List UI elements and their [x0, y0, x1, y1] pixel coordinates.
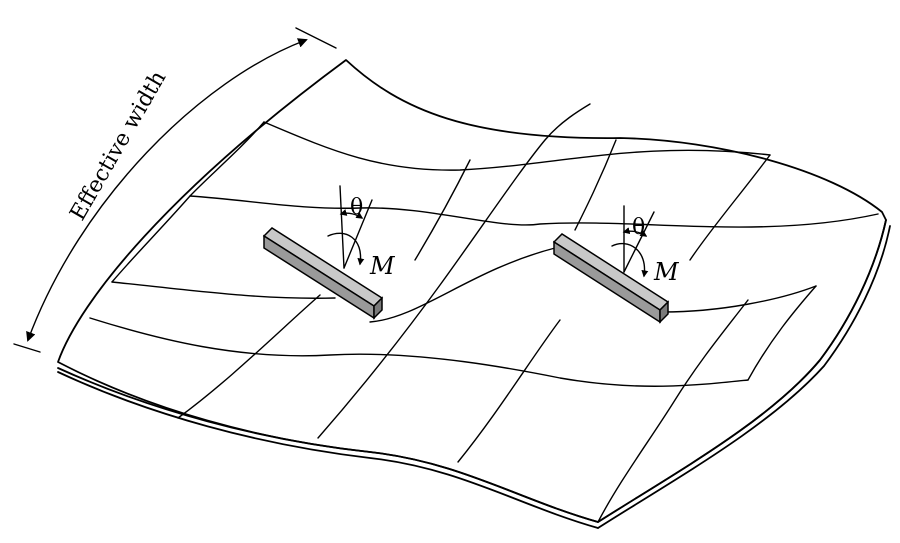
moment-right-label: M	[653, 258, 680, 286]
right-stiffener	[552, 233, 670, 324]
theta-right-label: θ	[632, 215, 645, 240]
right-rotation-indicator	[611, 205, 655, 278]
plate-thickness-layers	[57, 219, 891, 529]
plate-outline	[57, 59, 887, 523]
effective-width-label: Effective width	[66, 67, 172, 225]
effective-width-dimension	[13, 27, 337, 353]
moment-left-label: M	[369, 252, 396, 280]
left-stiffener	[262, 227, 384, 320]
left-rotation-indicator	[327, 185, 373, 269]
theta-left-label: θ	[350, 195, 363, 220]
plate-grid	[89, 103, 879, 523]
